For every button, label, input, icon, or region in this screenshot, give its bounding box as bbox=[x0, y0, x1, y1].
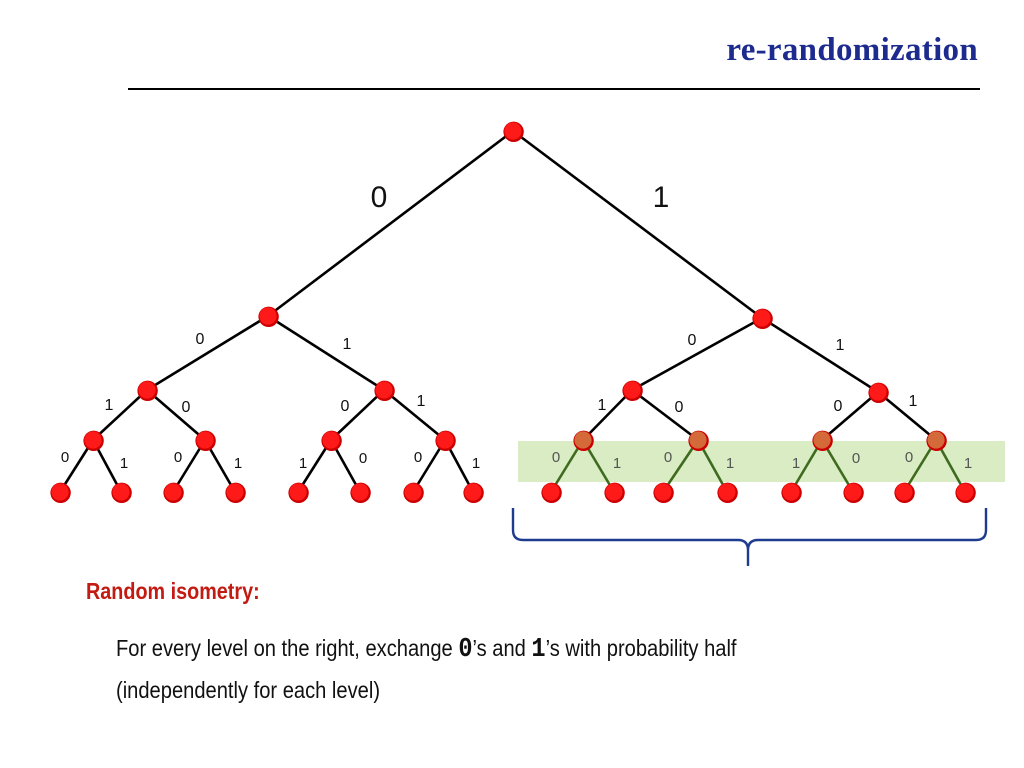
leaf-node bbox=[781, 482, 802, 503]
description-line1-mid: ’s and bbox=[472, 635, 532, 661]
root-label-right: 1 bbox=[653, 181, 670, 214]
edge-left-l2-0-left bbox=[92, 389, 148, 441]
root-label-left: 0 bbox=[371, 181, 388, 214]
level2-node bbox=[622, 380, 643, 401]
right-l3-0-label-left: 0 bbox=[552, 449, 560, 466]
curly-brace bbox=[511, 508, 988, 566]
leaf-node bbox=[463, 482, 484, 503]
level3-node bbox=[435, 430, 456, 451]
edge-right-l1-right bbox=[761, 316, 879, 394]
edge-root-left bbox=[267, 129, 514, 318]
description-line1-prefix: For every level on the right, exchange bbox=[116, 635, 459, 661]
section-heading: Random isometry: bbox=[86, 578, 260, 604]
edge-left-l2-1-left bbox=[330, 389, 385, 441]
right-l3-2-label-left: 1 bbox=[792, 455, 800, 472]
leaf-node bbox=[541, 482, 562, 503]
left-l3-2-label-left: 1 bbox=[299, 455, 307, 472]
right-l2-1-label-right: 1 bbox=[909, 393, 918, 410]
leaf-node bbox=[225, 482, 246, 503]
level2-node bbox=[374, 380, 395, 401]
right-l3-2-label-right: 0 bbox=[852, 450, 860, 467]
left-l2-1-label-right: 1 bbox=[417, 393, 426, 410]
left-l1-label-right: 1 bbox=[343, 336, 352, 353]
description-text: For every level on the right, exchange 0… bbox=[116, 628, 969, 710]
left-l3-0-label-left: 0 bbox=[61, 449, 69, 466]
right-l1-label-left: 0 bbox=[688, 332, 697, 349]
leaf-node bbox=[403, 482, 424, 503]
level3-node bbox=[573, 430, 594, 451]
leaf-node bbox=[955, 482, 976, 503]
leaf-node bbox=[604, 482, 625, 503]
leaf-node bbox=[894, 482, 915, 503]
symbol-zero: 0 bbox=[458, 635, 473, 665]
leaf-node bbox=[50, 482, 71, 503]
left-l3-0-label-right: 1 bbox=[120, 455, 128, 472]
left-l1-label-left: 0 bbox=[196, 331, 205, 348]
level2-node bbox=[137, 380, 158, 401]
slide-title: re-randomization bbox=[726, 32, 978, 68]
right-l3-3-label-left: 0 bbox=[905, 449, 913, 466]
edge-labels: 0 1 0 1 1 0 0 1 0 1 0 1 1 0 0 1 0 1 1 0 0 1 0 1 0 1 1 0 0 1 bbox=[61, 181, 972, 472]
edge-right-l2-0-left bbox=[582, 389, 633, 441]
left-l3-1-label-left: 0 bbox=[174, 449, 182, 466]
leaf-node bbox=[350, 482, 371, 503]
description-line1-suffix: ’s with probability half bbox=[545, 635, 737, 661]
edge-left-l1-right bbox=[267, 314, 385, 392]
edge-left-l1-left bbox=[146, 314, 269, 392]
left-l2-0-label-left: 1 bbox=[105, 397, 114, 414]
left-l3-3-label-left: 0 bbox=[414, 449, 422, 466]
right-l3-1-label-left: 0 bbox=[664, 449, 672, 466]
leaf-node bbox=[843, 482, 864, 503]
title-divider bbox=[128, 88, 980, 90]
right-l2-1-label-left: 0 bbox=[834, 398, 843, 415]
edge-right-l2-0-right bbox=[631, 388, 699, 442]
left-l3-2-label-right: 0 bbox=[359, 450, 367, 467]
description-line2: (independently for each level) bbox=[116, 677, 381, 703]
level3-node bbox=[812, 430, 833, 451]
tree-nodes bbox=[50, 121, 976, 503]
left-l3-1-label-right: 1 bbox=[234, 455, 242, 472]
level3-node bbox=[195, 430, 216, 451]
right-l1-label-right: 1 bbox=[836, 337, 845, 354]
edge-root-right bbox=[512, 129, 763, 320]
level2-node bbox=[868, 382, 889, 403]
level3-node bbox=[321, 430, 342, 451]
left-l3-3-label-right: 1 bbox=[472, 455, 480, 472]
leaf-node bbox=[288, 482, 309, 503]
leaf-node bbox=[111, 482, 132, 503]
leaf-node bbox=[717, 482, 738, 503]
edge-right-l2-1-right bbox=[877, 390, 937, 442]
level3-node bbox=[688, 430, 709, 451]
right-l2-0-label-left: 1 bbox=[598, 397, 607, 414]
leaf-node bbox=[653, 482, 674, 503]
right-l2-0-label-right: 0 bbox=[675, 399, 684, 416]
leaf-node bbox=[163, 482, 184, 503]
edge-left-l2-1-right bbox=[383, 388, 446, 442]
left-l2-1-label-left: 0 bbox=[341, 398, 350, 415]
level1-node bbox=[752, 308, 773, 329]
edge-right-l2-1-left bbox=[821, 391, 879, 441]
edge-left-l2-0-right bbox=[146, 389, 206, 441]
root-node bbox=[503, 121, 524, 142]
right-l3-3-label-right: 1 bbox=[964, 455, 972, 472]
level3-node bbox=[926, 430, 947, 451]
level1-node bbox=[258, 306, 279, 327]
left-l2-0-label-right: 0 bbox=[182, 399, 191, 416]
level3-node bbox=[83, 430, 104, 451]
right-l3-0-label-right: 1 bbox=[613, 455, 621, 472]
right-l3-1-label-right: 1 bbox=[726, 455, 734, 472]
edge-right-l1-left bbox=[631, 316, 763, 392]
symbol-one: 1 bbox=[531, 635, 546, 665]
